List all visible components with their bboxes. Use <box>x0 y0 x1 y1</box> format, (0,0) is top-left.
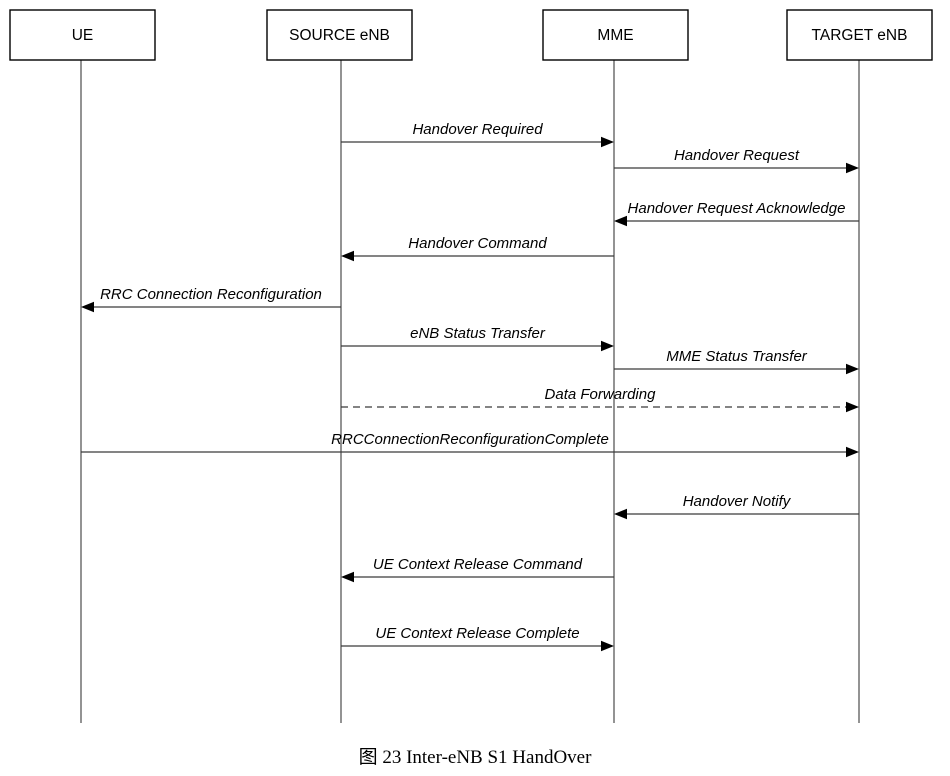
message-arrow[interactable]: Handover Command <box>341 235 614 262</box>
lifelines-layer <box>80 60 860 723</box>
message-label: MME Status Transfer <box>666 348 808 365</box>
message-label: Handover Notify <box>683 493 792 510</box>
actors-layer: UE SOURCE eNB MME TARGET eNB <box>9 9 933 61</box>
message-arrow[interactable]: UE Context Release Complete <box>341 625 614 652</box>
message-arrow[interactable]: Handover Notify <box>614 493 859 520</box>
message-arrow[interactable]: MME Status Transfer <box>614 348 859 375</box>
message-arrow[interactable]: UE Context Release Command <box>341 556 614 583</box>
actor-target[interactable]: TARGET eNB <box>786 9 933 61</box>
message-arrowhead <box>341 250 354 262</box>
message-arrow[interactable]: eNB Status Transfer <box>341 325 614 352</box>
message-arrowhead <box>614 508 627 520</box>
message-arrow[interactable]: RRC Connection Reconfiguration <box>81 286 341 313</box>
message-label: RRCConnectionReconfigurationComplete <box>331 431 609 448</box>
message-label: UE Context Release Complete <box>375 625 579 642</box>
actor-label-target: TARGET eNB <box>812 27 908 44</box>
actor-label-ue: UE <box>72 27 94 44</box>
actor-box-ue <box>9 9 156 61</box>
actor-label-source: SOURCE eNB <box>289 27 390 44</box>
message-label: Handover Command <box>408 235 547 252</box>
message-label: Handover Required <box>412 121 543 138</box>
message-arrowhead <box>341 571 354 583</box>
message-arrow[interactable]: Handover Request <box>614 147 859 174</box>
actor-source[interactable]: SOURCE eNB <box>266 9 413 61</box>
message-arrowhead <box>601 640 614 652</box>
message-arrowhead <box>614 215 627 227</box>
message-arrowhead <box>846 363 859 375</box>
message-arrowhead <box>846 162 859 174</box>
message-arrow[interactable]: RRCConnectionReconfigurationComplete <box>81 431 859 458</box>
actor-label-mme: MME <box>597 27 633 44</box>
message-label: eNB Status Transfer <box>410 325 546 342</box>
message-label: Handover Request Acknowledge <box>628 200 846 217</box>
figure-caption: 图 23 Inter-eNB S1 HandOver <box>359 747 593 768</box>
message-arrowhead <box>81 301 94 313</box>
message-label: UE Context Release Command <box>373 556 583 573</box>
message-arrowhead <box>601 340 614 352</box>
actor-box-mme <box>542 9 689 61</box>
actor-box-source <box>266 9 413 61</box>
message-arrowhead <box>846 401 859 413</box>
message-label: Handover Request <box>674 147 800 164</box>
message-arrowhead <box>846 446 859 458</box>
message-label: Data Forwarding <box>545 386 657 403</box>
message-arrow[interactable]: Handover Required <box>341 121 614 148</box>
message-arrow[interactable]: Handover Request Acknowledge <box>614 200 859 227</box>
actor-ue[interactable]: UE <box>9 9 156 61</box>
message-arrowhead <box>601 136 614 148</box>
actor-mme[interactable]: MME <box>542 9 689 61</box>
message-label: RRC Connection Reconfiguration <box>100 286 322 303</box>
actor-box-target <box>786 9 933 61</box>
message-arrow[interactable]: Data Forwarding <box>341 386 859 413</box>
